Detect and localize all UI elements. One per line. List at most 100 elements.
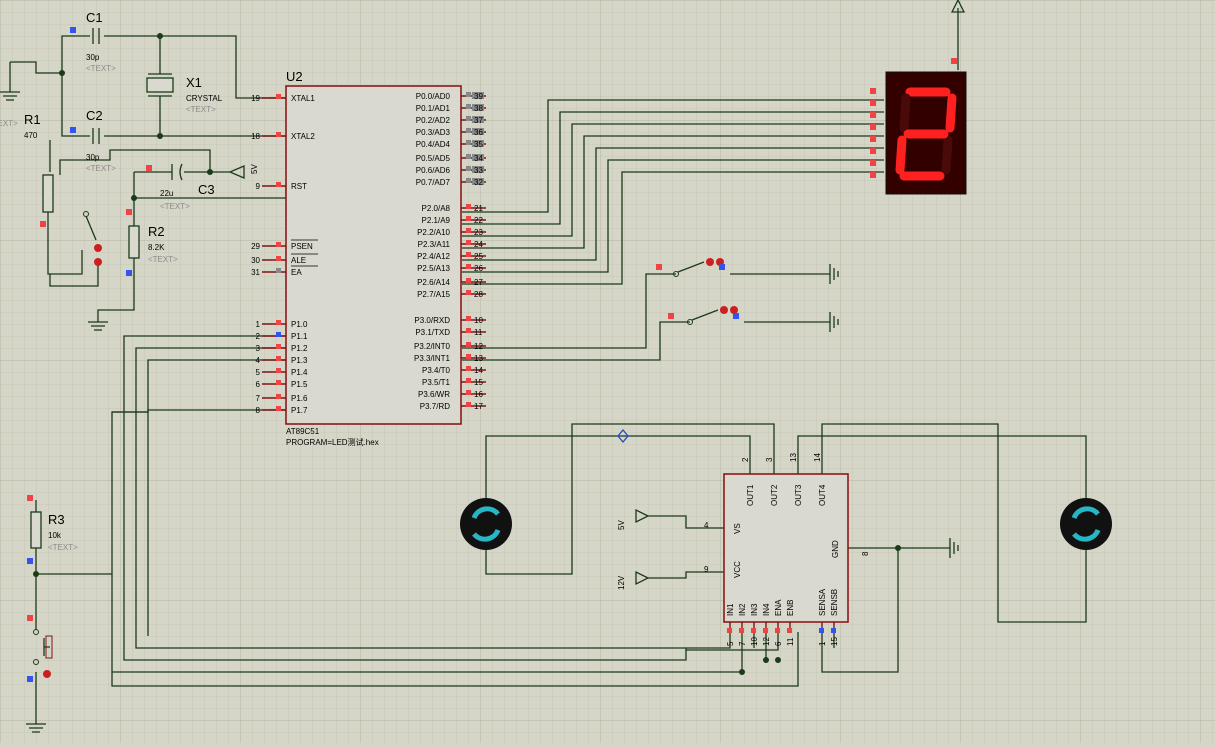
seven-segment-display[interactable]: 2	[0, 0, 967, 195]
pin-number: 22	[474, 216, 483, 225]
pin-number: 38	[474, 104, 483, 113]
segment-c	[941, 135, 953, 175]
probe-marker[interactable]	[617, 428, 629, 444]
ground-symbols	[0, 91, 959, 733]
display-pin[interactable]	[870, 136, 876, 142]
display-pin[interactable]	[870, 100, 876, 106]
dc-motor-left[interactable]	[460, 498, 512, 550]
pin-number: 18	[251, 132, 260, 141]
pin-name: IN1	[726, 603, 735, 616]
pushbutton[interactable]	[27, 615, 53, 682]
pin-name: P3.6/WR	[418, 390, 450, 399]
display-pin[interactable]	[870, 148, 876, 154]
capacitor-c3[interactable]: C3 22u <TEXT>	[146, 163, 215, 211]
crystal-x1[interactable]: X1 CRYSTAL <TEXT>	[146, 73, 223, 114]
u2-pin-16[interactable]: 16 P3.6/WR	[418, 390, 486, 399]
capacitor-c1[interactable]: C1 30p <TEXT>	[70, 10, 116, 73]
u2-pin-27[interactable]: 27 P2.6/A14	[417, 278, 486, 287]
pin-number: 29	[251, 242, 260, 251]
pin-number: 14	[474, 366, 483, 375]
display-pin[interactable]	[870, 172, 876, 178]
display-pin[interactable]	[870, 124, 876, 130]
pin-number: 13	[474, 354, 483, 363]
pin-number: 16	[474, 390, 483, 399]
pin-name: P3.1/TXD	[415, 328, 450, 337]
capacitor-c2[interactable]: C2 30p <TEXT>	[70, 108, 116, 173]
switch-int0[interactable]	[656, 258, 725, 277]
resistor-r3[interactable]: R3 10k <TEXT>	[27, 495, 78, 564]
dc-motor-right[interactable]	[1060, 498, 1112, 550]
ref-label: R1	[24, 112, 41, 127]
resistor-r2[interactable]: R2 8.2K <TEXT>	[126, 209, 178, 276]
pin-number: 27	[474, 278, 483, 287]
resistor-r1[interactable]: R1 470 <TEXT>	[0, 112, 54, 227]
display-pin[interactable]	[870, 160, 876, 166]
power-terminals: 5V 5V 12V	[228, 0, 966, 590]
vcc-label: 5V	[250, 164, 259, 174]
switch-int1[interactable]	[668, 306, 739, 325]
value-label: 30p	[86, 53, 100, 62]
display-pin[interactable]	[870, 112, 876, 118]
reset-switch[interactable]	[83, 211, 103, 267]
pin-name: P3.5/T1	[422, 378, 451, 387]
pin-name: OUT2	[770, 484, 779, 506]
pin-name: P2.6/A14	[417, 278, 450, 287]
pin-number: 25	[474, 252, 483, 261]
display-pin[interactable]	[870, 88, 876, 94]
